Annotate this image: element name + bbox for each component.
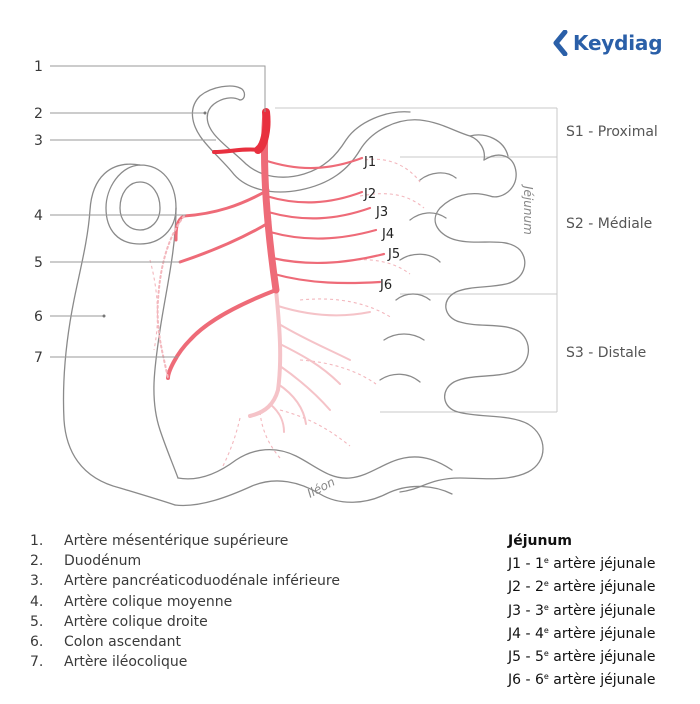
jejunum-legend-item: J2 - 2e artère jéjunale (508, 574, 655, 597)
legend-number: 7. (30, 654, 44, 671)
jejunal-label-j5: J5 (387, 247, 400, 262)
jejunal-artery-4 (268, 228, 378, 240)
keydiag-logo-icon (553, 30, 568, 56)
jejunal-label-j3: J3 (375, 205, 388, 220)
arteries (156, 108, 386, 433)
legend-item: 3. Artère pancréaticoduodénale inférieure (30, 571, 340, 591)
leader-lines (50, 65, 266, 358)
ordinal-suffix: e (543, 649, 549, 659)
jejunal-label-j6: J6 (379, 278, 392, 293)
jejunum-text: artère jéjunale (548, 625, 656, 642)
ordinal-suffix: e (543, 625, 549, 635)
legend-label: Artère colique moyenne (64, 593, 233, 610)
legend-number: 6. (30, 634, 44, 651)
legend-label: Duodénum (64, 553, 142, 570)
ordinal-suffix: e (543, 672, 549, 682)
brand-logo: Keydiag (553, 30, 663, 56)
ordinal-suffix: e (543, 579, 549, 589)
jejunum-legend-item: J3 - 3e artère jéjunale (508, 598, 655, 621)
brand-name: Keydiag (573, 31, 663, 55)
jejunal-artery-5 (270, 252, 386, 264)
jejunal-artery-2 (264, 190, 364, 204)
jejunal-artery-1 (262, 156, 364, 170)
callout-3: 3 (34, 133, 43, 149)
callout-2: 2 (34, 106, 43, 122)
legend-item: 5. Artère colique droite (30, 612, 340, 632)
legend-number: 4. (30, 593, 44, 610)
jejunal-artery-3 (266, 206, 372, 220)
callout-4: 4 (34, 208, 43, 224)
jejunum-code: J3 - 3 (508, 602, 544, 619)
jejunum-text: artère jéjunale (548, 672, 656, 689)
legend-label: Artère mésentérique supérieure (64, 533, 289, 549)
organ-outlines (62, 85, 544, 507)
jejunum-text: artère jéjunale (548, 556, 656, 573)
ascending-colon-outline (62, 163, 176, 506)
section-s1: S1 - Proximal (566, 124, 658, 140)
jejunal-labels: J1 J2 J3 J4 J5 J6 (363, 155, 400, 293)
jejunum-legend-item: J1 - 1e artère jéjunale (508, 551, 655, 574)
jejunal-label-j2: J2 (363, 187, 376, 202)
jejunum-code: J4 - 4 (508, 625, 544, 642)
jejunum-label: Jéjunum (521, 184, 535, 235)
legend-number: 2. (30, 553, 44, 570)
legend-label: Artère pancréaticoduodénale inférieure (64, 573, 340, 590)
right-colic-artery (178, 220, 272, 264)
jejunal-artery-6 (272, 272, 382, 285)
section-brackets (275, 107, 558, 413)
jejunal-label-j4: J4 (381, 227, 394, 242)
legend-item: 4. Artère colique moyenne (30, 592, 340, 612)
ileum-outline (177, 448, 453, 480)
sma-trunk-light (248, 288, 283, 418)
ileum-label: Iléon (305, 475, 337, 501)
legend-label: Artère colique droite (64, 613, 208, 630)
section-s2: S2 - Médiale (566, 216, 652, 232)
ordinal-suffix: e (543, 602, 549, 612)
legend-number: 1. (30, 533, 44, 549)
legend-number: 3. (30, 573, 44, 590)
legend-item: 2. Duodénum (30, 551, 340, 571)
jejunum-legend: Jéjunum J1 - 1e artère jéjunale J2 - 2e … (508, 531, 655, 690)
jejunum-code: J2 - 2 (508, 579, 544, 596)
callout-1: 1 (34, 59, 43, 75)
jejunum-legend-title: Jéjunum (508, 533, 572, 549)
jejunum-code: J6 - 6 (508, 672, 544, 689)
ordinal-suffix: e (543, 556, 549, 566)
duodenum-outline (191, 85, 486, 193)
jejunum-text: artère jéjunale (548, 649, 656, 666)
section-labels: S1 - Proximal S2 - Médiale S3 - Distale (566, 124, 658, 361)
jejunum-legend-item: J5 - 5e artère jéjunale (508, 644, 655, 667)
jejunum-text: artère jéjunale (548, 602, 656, 619)
legend-label: Colon ascendant (64, 634, 182, 651)
jejunal-label-j1: J1 (363, 155, 376, 170)
legend-item: 7. Artère iléocolique (30, 652, 340, 672)
pancreaticoduodenal-artery (212, 147, 260, 154)
legend-item: 1. Artère mésentérique supérieure (30, 531, 340, 551)
legend-label: Artère iléocolique (64, 654, 188, 671)
callout-6: 6 (34, 309, 43, 325)
leader-dots (102, 111, 207, 318)
callout-numbers: 1 2 3 4 5 6 7 (34, 59, 43, 366)
numbered-legend: 1. Artère mésentérique supérieure 2. Duodé… (30, 531, 340, 672)
legend-number: 5. (30, 613, 44, 630)
section-s3: S3 - Distale (566, 345, 646, 361)
callout-7: 7 (34, 350, 43, 366)
callout-5: 5 (34, 255, 43, 271)
jejunum-code: J5 - 5 (508, 649, 544, 666)
jejunum-outline (399, 154, 544, 493)
jejunum-code: J1 - 1 (508, 556, 544, 573)
jejunum-text: artère jéjunale (548, 579, 656, 596)
legend-item: 6. Colon ascendant (30, 632, 340, 652)
jejunum-legend-item: J4 - 4e artère jéjunale (508, 621, 655, 644)
ileocolic-artery (166, 288, 278, 380)
jejunum-legend-item: J6 - 6e artère jéjunale (508, 667, 655, 690)
